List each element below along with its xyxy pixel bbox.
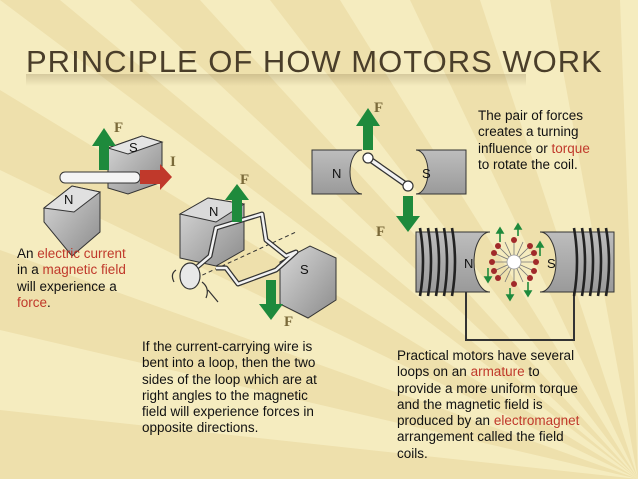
caption-torque: The pair of forces creates a turning inf… (478, 108, 590, 172)
force-arrow-down (259, 280, 283, 320)
pole-s-label: S (547, 256, 556, 271)
pole-s-label: S (300, 262, 309, 277)
n-pole-block (311, 149, 363, 195)
slide-title: PRINCIPLE OF HOW MOTORS WORK (26, 44, 603, 79)
pole-s-label: S (422, 166, 431, 181)
caption-current-in-field: An electric current in a magnetic field … (17, 246, 126, 310)
commutator (179, 262, 201, 290)
pole-n-label: N (464, 256, 473, 271)
pole-s-label: S (129, 140, 138, 155)
pole-n-label: N (209, 204, 218, 219)
field-coil-right (572, 227, 611, 297)
force-arrow-down (396, 196, 420, 232)
field-coil-left (418, 227, 457, 297)
n-pole-core (415, 231, 491, 293)
current-arrow (140, 164, 172, 190)
force-label: F (114, 120, 123, 136)
force-bottom-label: F (284, 314, 293, 330)
pole-n-label: N (332, 166, 341, 181)
force-top-label: F (374, 100, 383, 116)
figure-loop-in-field: N S F F (171, 172, 337, 330)
title-reflection (26, 74, 526, 86)
force-arrow-up (225, 184, 249, 222)
armature (483, 222, 545, 302)
force-top-label: F (240, 172, 249, 188)
figure-wire-in-field: S N I F (42, 120, 176, 257)
caption-loop: If the current-carrying wire is bent int… (142, 339, 317, 436)
coil-side (366, 156, 410, 188)
figure-torque: N S F F (311, 100, 467, 240)
force-arrow-up (356, 108, 380, 150)
figure-practical-motor: N S (415, 222, 615, 341)
force-arrow-up (92, 128, 116, 170)
current-label: I (170, 154, 176, 170)
caption-practical-motors: Practical motors have several loops on a… (397, 348, 580, 461)
pole-n-label: N (64, 192, 73, 207)
force-bottom-label: F (376, 224, 385, 240)
s-pole-block (415, 149, 467, 195)
wire (59, 171, 141, 184)
